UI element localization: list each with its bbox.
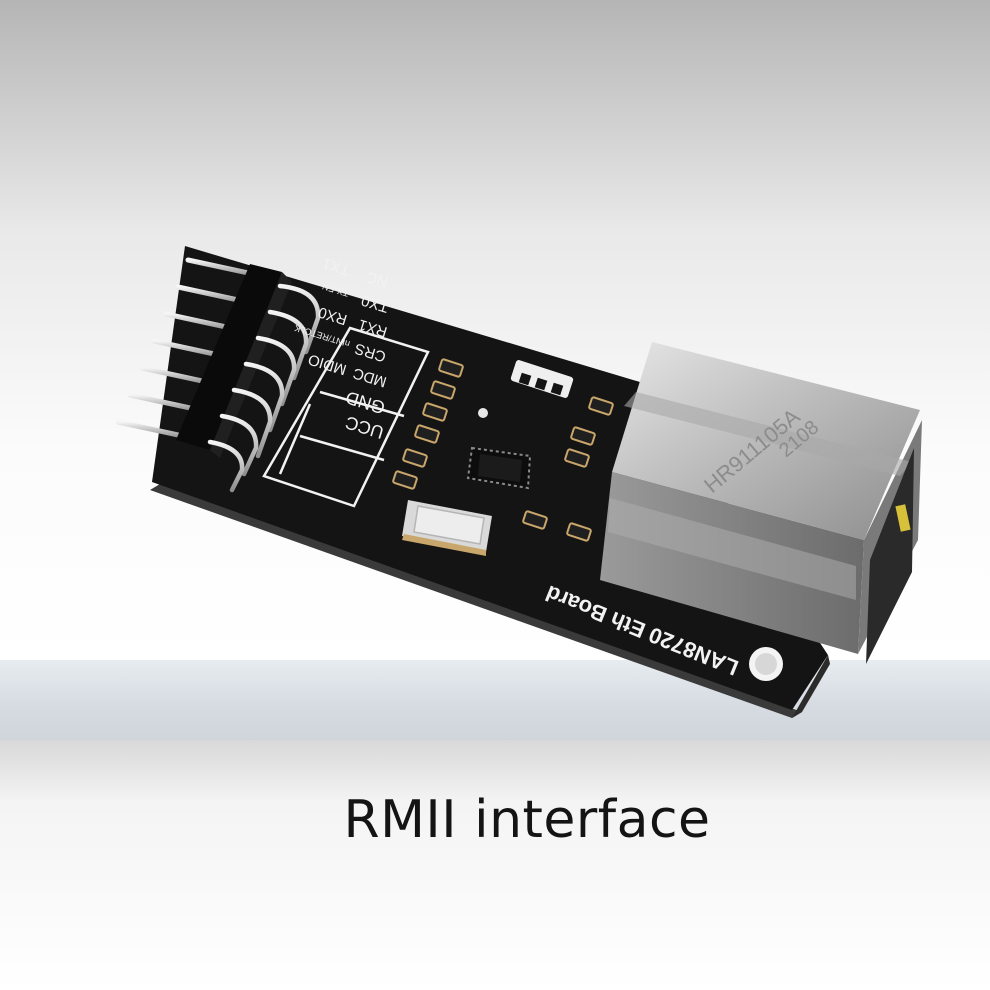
smd-components: [392, 358, 614, 542]
phy-chip: [466, 446, 532, 490]
caption-title: RMII interface: [343, 790, 711, 850]
rj45-jack: HR911105A 2108: [600, 342, 922, 664]
pin-label-nc: NC: [364, 268, 390, 291]
crystal-oscillator: [402, 500, 492, 556]
header-block: [176, 264, 282, 450]
